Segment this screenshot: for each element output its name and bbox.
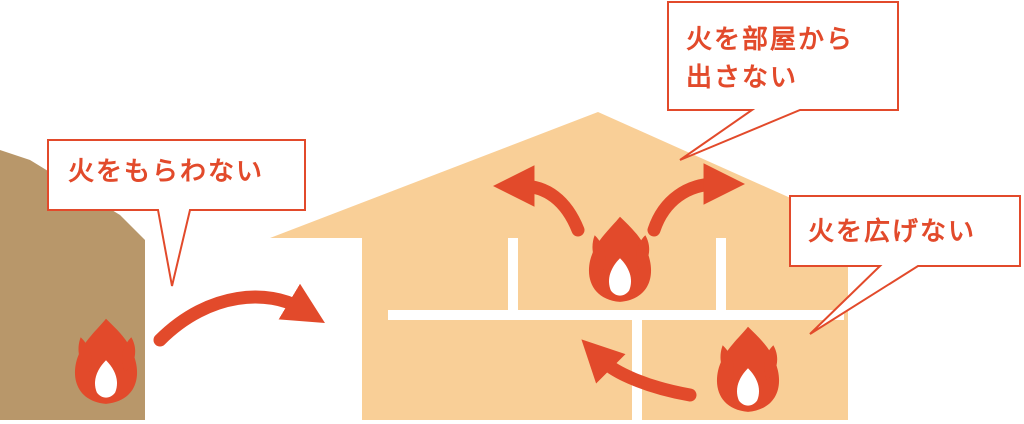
- callout-no-escape: [667, 1, 899, 161]
- house-wall-lower: [632, 316, 642, 420]
- callout-label-no-receive: 火をもらわない: [68, 157, 265, 187]
- callout-label-no-escape-line2: 出さない: [686, 63, 799, 93]
- house-wall-right: [716, 238, 726, 316]
- house-floor-divider: [388, 310, 844, 320]
- arrow-icon: [153, 283, 325, 347]
- callout-label-no-escape-line1: 火を部屋から: [686, 25, 855, 55]
- house-wall-left: [508, 238, 518, 316]
- arrow-icon: [581, 339, 697, 402]
- callout-no-spread: [789, 195, 1021, 335]
- callout-no-receive: [47, 139, 306, 287]
- arrow-icon: [647, 163, 746, 237]
- callout-label-no-spread: 火を広げない: [808, 217, 977, 247]
- house: [270, 112, 880, 420]
- house-roof: [270, 112, 880, 238]
- arrow-icon: [492, 165, 585, 237]
